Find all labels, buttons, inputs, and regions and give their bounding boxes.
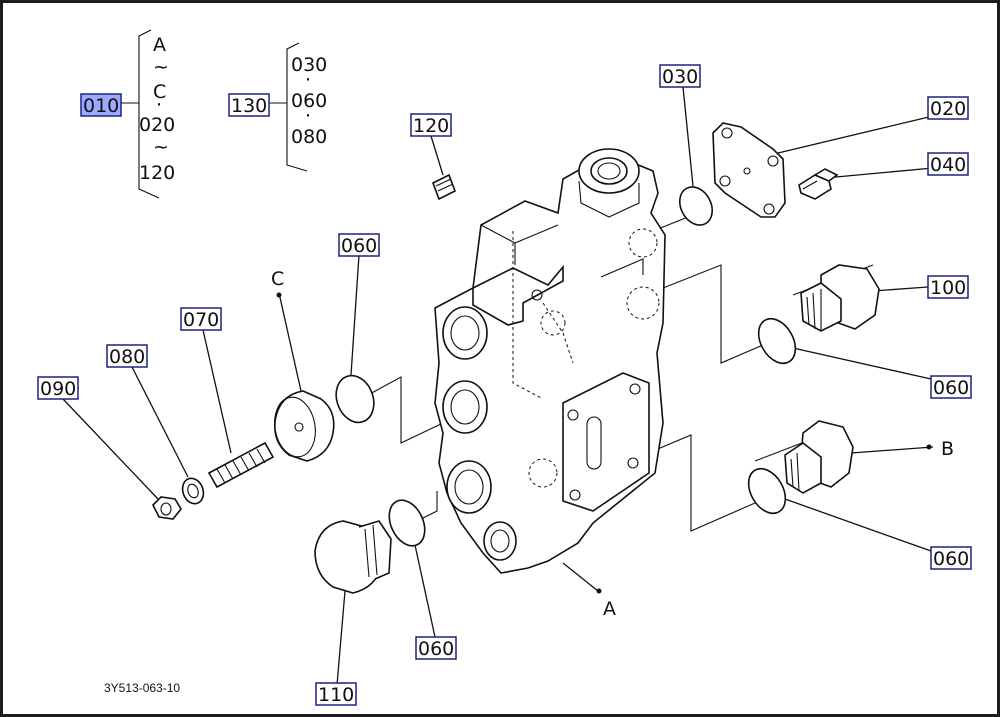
group-010-item: ~ — [153, 56, 169, 78]
callout-030[interactable]: 030 — [659, 64, 701, 88]
svg-text:090: 090 — [40, 378, 76, 400]
callout-060-right-upper[interactable]: 060 — [930, 375, 972, 399]
ref-c-dot — [276, 292, 282, 298]
svg-text:130: 130 — [231, 95, 267, 117]
callout-080[interactable]: 080 — [106, 344, 148, 368]
part-040-plug — [798, 168, 839, 200]
ref-a-dot — [596, 588, 602, 594]
leader-lines — [62, 86, 934, 686]
callout-060-right-lower[interactable]: 060 — [930, 546, 972, 570]
svg-text:110: 110 — [318, 684, 354, 706]
ref-b-label: B — [941, 438, 954, 460]
part-120-screw — [431, 173, 457, 201]
svg-text:070: 070 — [183, 309, 219, 331]
callout-100[interactable]: 100 — [927, 275, 969, 299]
part-080-washer — [181, 477, 205, 505]
group-010-item: A — [153, 34, 166, 56]
svg-text:120: 120 — [413, 115, 449, 137]
callout-070[interactable]: 070 — [180, 307, 222, 331]
callout-090[interactable]: 090 — [37, 376, 79, 400]
svg-text:020: 020 — [930, 98, 966, 120]
group-010-item: ~ — [153, 136, 169, 158]
group-010-item: 120 — [139, 162, 175, 184]
callout-010[interactable]: 010 — [80, 93, 122, 117]
svg-text:080: 080 — [109, 346, 145, 368]
svg-text:060: 060 — [933, 548, 969, 570]
group-130: 030 · 060 · 080 — [269, 42, 327, 172]
part-090-nut — [152, 496, 182, 520]
part-030-o-ring — [678, 186, 714, 226]
part-020-cover-plate — [712, 122, 786, 218]
svg-text:060: 060 — [933, 377, 969, 399]
group-010-item: · — [156, 94, 162, 116]
parts-diagram: A ~ C · 020 ~ 120 030 · 060 · 080 — [37, 29, 972, 706]
part-070-spring — [207, 441, 275, 489]
ref-b-dot — [926, 444, 932, 450]
drawing-code: 3Y513-063-10 — [104, 681, 180, 695]
svg-text:040: 040 — [930, 154, 966, 176]
group-010-item: 020 — [139, 114, 175, 136]
callout-060-bottom[interactable]: 060 — [415, 636, 457, 660]
svg-text:060: 060 — [418, 638, 454, 660]
callout-130[interactable]: 130 — [228, 93, 270, 117]
group-130-item: · — [305, 105, 311, 127]
svg-text:060: 060 — [341, 235, 377, 257]
callout-110[interactable]: 110 — [315, 682, 357, 706]
ref-a-label: A — [603, 598, 616, 620]
part-c-cap — [273, 390, 335, 462]
group-130-item: 060 — [291, 90, 327, 112]
part-110-plug — [314, 520, 392, 594]
group-130-item: · — [305, 69, 311, 91]
part-060-o-ring-bottom — [388, 499, 426, 547]
part-060-o-ring-left — [335, 374, 375, 424]
part-b-plug — [784, 420, 854, 494]
svg-text:010: 010 — [83, 95, 119, 117]
group-010: A ~ C · 020 ~ 120 — [121, 29, 175, 199]
reference-markers: C B A — [271, 268, 954, 620]
part-060-o-ring-upper-right — [757, 317, 797, 365]
part-060-o-ring-lower-right — [747, 467, 787, 515]
callout-040[interactable]: 040 — [927, 152, 969, 176]
valve-body — [434, 148, 666, 574]
ref-c-label: C — [271, 268, 284, 290]
part-100-plug — [800, 264, 880, 332]
svg-text:100: 100 — [930, 277, 966, 299]
svg-text:030: 030 — [662, 66, 698, 88]
callout-120[interactable]: 120 — [410, 113, 452, 137]
group-130-item: 080 — [291, 126, 327, 148]
group-010-item: C — [153, 81, 166, 103]
group-130-item: 030 — [291, 54, 327, 76]
callout-020[interactable]: 020 — [927, 96, 969, 120]
callout-060-upper-left[interactable]: 060 — [338, 233, 380, 257]
